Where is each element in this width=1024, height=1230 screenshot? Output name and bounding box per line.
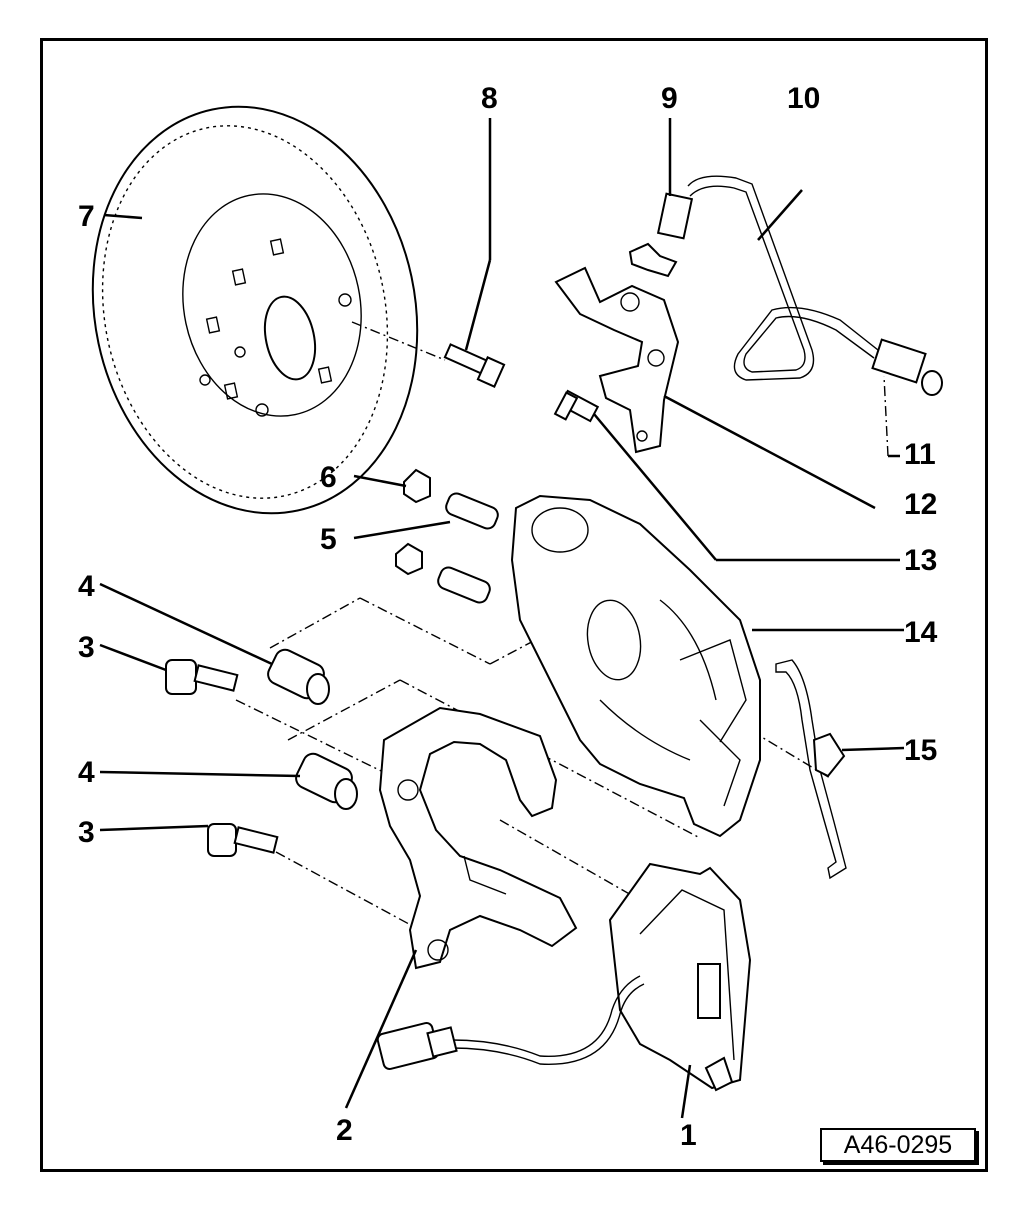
callout-4: 4 xyxy=(78,756,95,789)
brake-caliper xyxy=(510,494,761,838)
wear-sensor-connector xyxy=(628,192,694,278)
callout-13: 13 xyxy=(904,544,937,577)
callout-7: 7 xyxy=(78,200,95,233)
callout-labels: 1 2 3 3 4 4 5 6 7 8 9 10 11 12 13 14 15 xyxy=(78,82,938,1152)
guide-pin-cap xyxy=(395,468,431,576)
diagram-frame xyxy=(40,38,988,1172)
callout-4: 4 xyxy=(78,570,95,603)
wheel-bolt xyxy=(351,321,506,388)
callout-5: 5 xyxy=(320,523,337,556)
splash-plate xyxy=(554,266,680,454)
callout-6: 6 xyxy=(320,461,337,494)
brake-hose xyxy=(687,175,943,396)
callout-12: 12 xyxy=(904,488,937,521)
brake-pad xyxy=(608,862,752,1092)
callout-15: 15 xyxy=(904,734,937,767)
leader-lines xyxy=(99,118,905,1119)
anti-rattle-spring xyxy=(775,659,847,880)
callout-9: 9 xyxy=(661,82,678,115)
splash-plate-bolt xyxy=(553,389,600,423)
callout-1: 1 xyxy=(680,1119,697,1152)
callout-2: 2 xyxy=(336,1114,353,1147)
callout-3: 3 xyxy=(78,631,95,664)
caliper-mounting-bolt xyxy=(165,659,279,857)
callout-3: 3 xyxy=(78,816,95,849)
guide-bushing xyxy=(267,648,358,810)
callout-11: 11 xyxy=(904,438,936,471)
callout-10: 10 xyxy=(787,82,820,115)
brake-disc xyxy=(91,105,419,515)
caliper-carrier xyxy=(378,706,578,970)
figure-reference-label: A46-0295 xyxy=(820,1128,976,1162)
guide-pin xyxy=(437,492,499,604)
callout-14: 14 xyxy=(904,616,938,649)
callout-8: 8 xyxy=(481,82,498,115)
pad-wear-sensor xyxy=(376,975,645,1070)
